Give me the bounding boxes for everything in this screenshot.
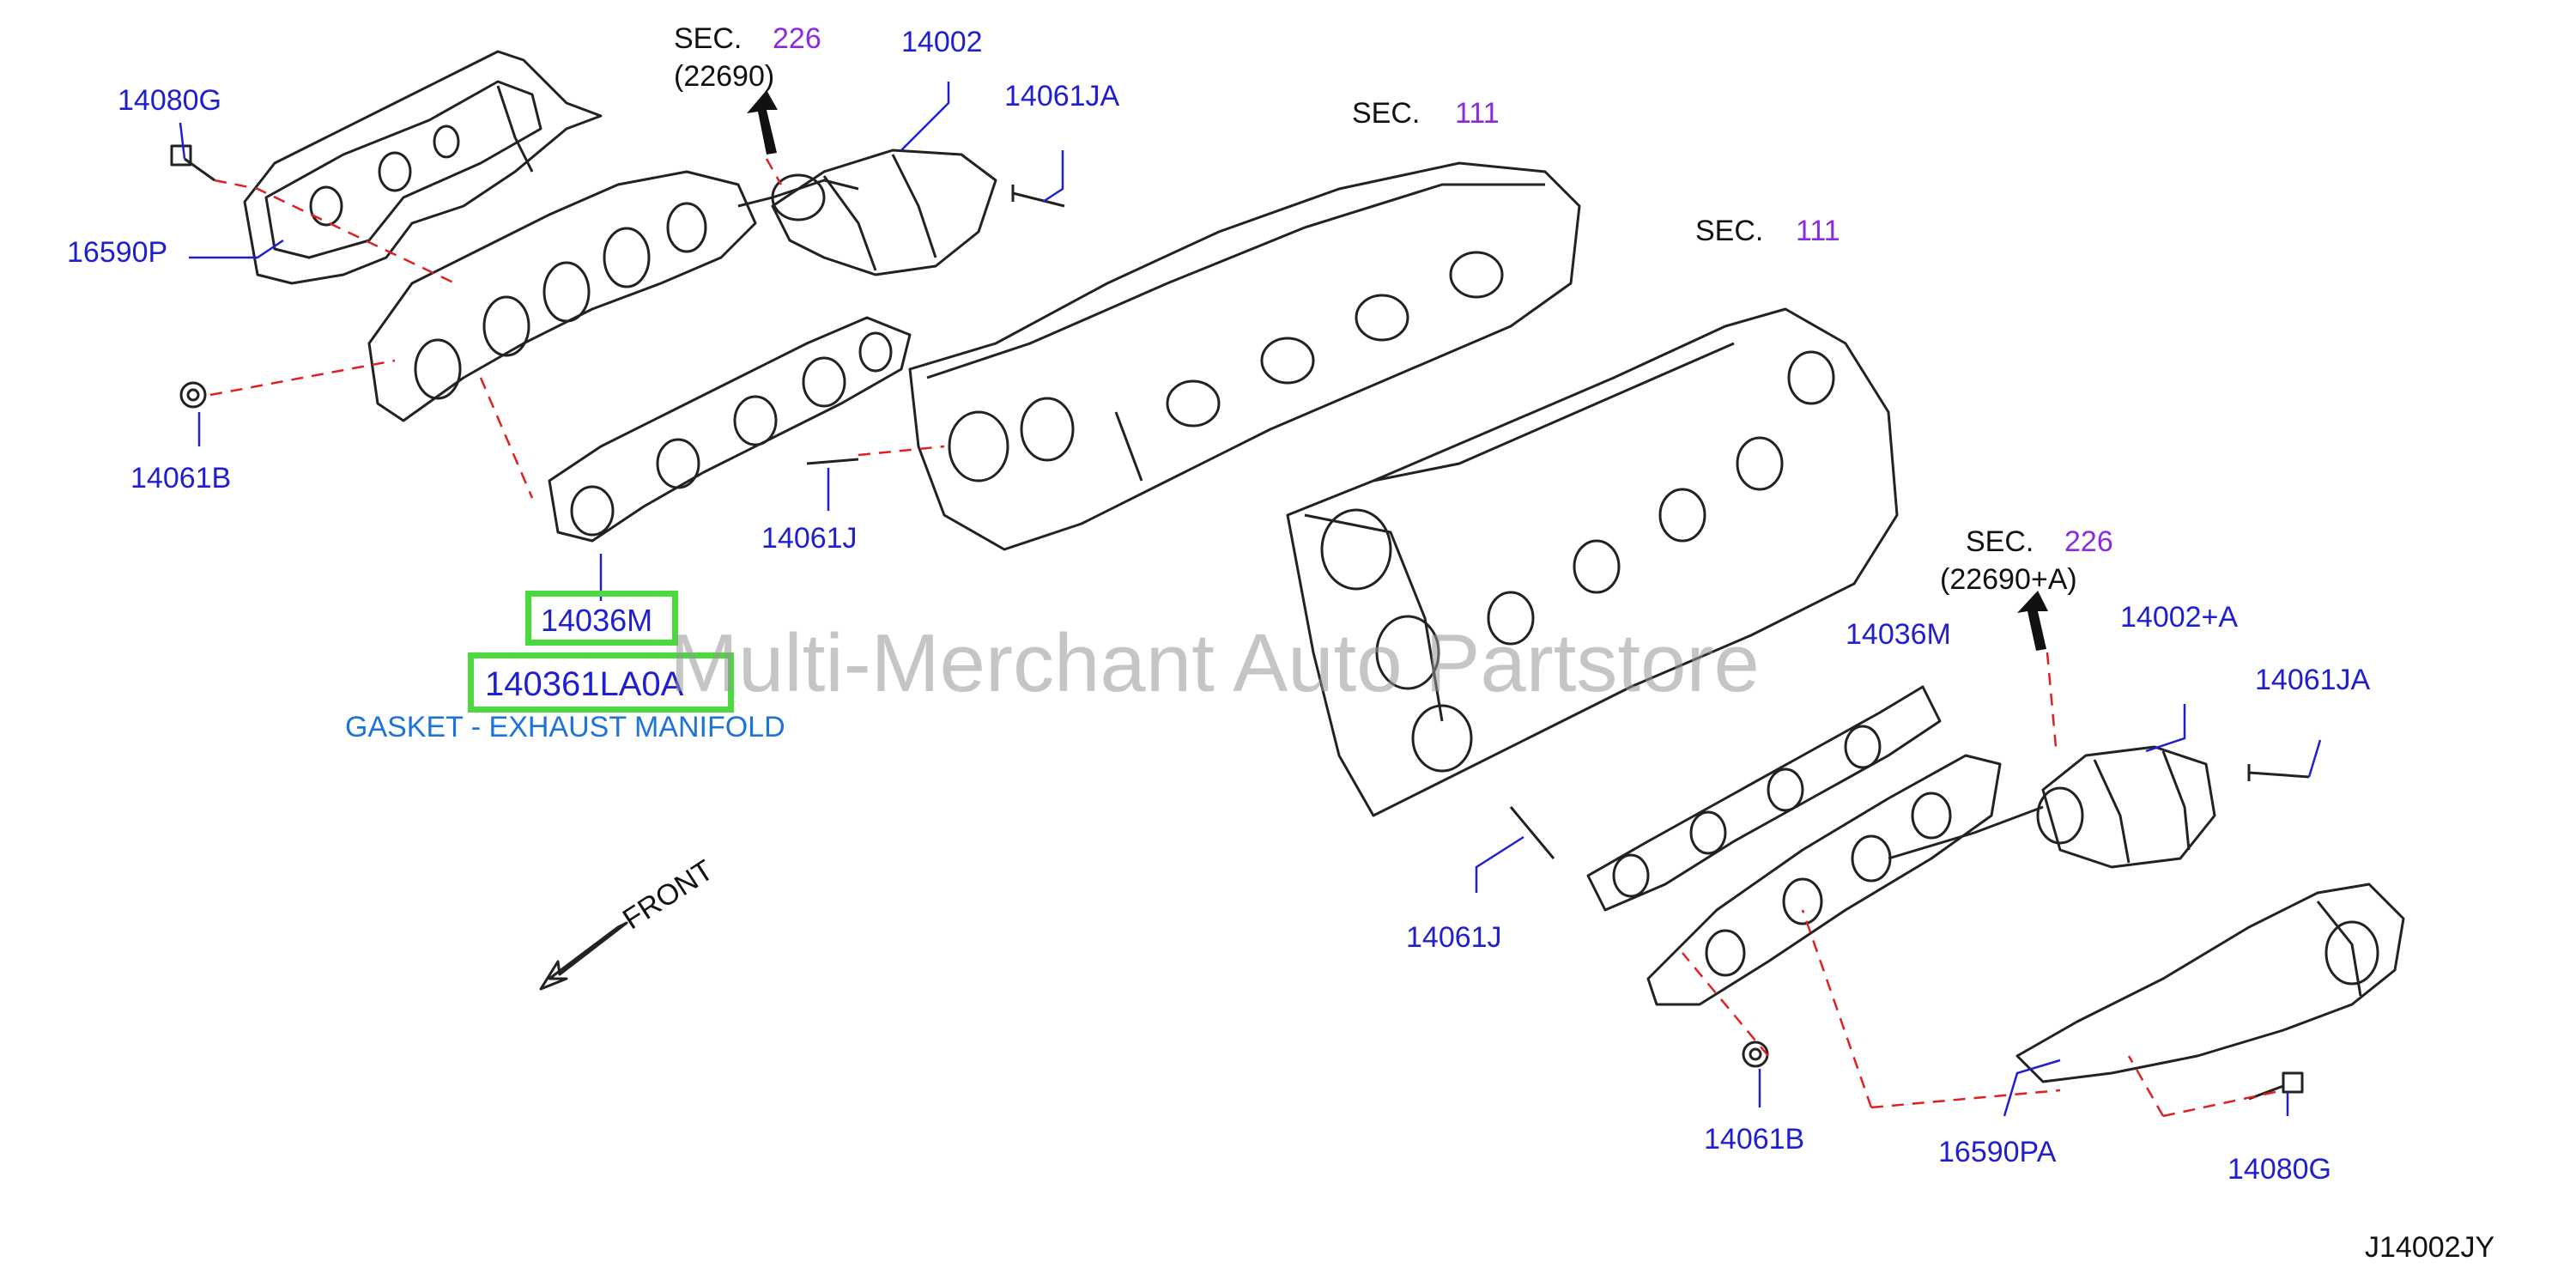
sec226-top-prefix: SEC. <box>674 22 742 55</box>
sec111-a-num[interactable]: 111 <box>1455 97 1500 130</box>
highlight-oem-number[interactable]: 140361LA0A <box>485 665 684 703</box>
stud-14061J-left <box>806 458 859 465</box>
catalytic-converter-right <box>2036 745 2216 869</box>
callout-14061B-right[interactable]: 14061B <box>1704 1123 1805 1156</box>
sec226-right-num[interactable]: 226 <box>2064 525 2113 558</box>
sec111-b-num[interactable]: 111 <box>1796 215 1840 247</box>
highlight-box-part <box>525 591 678 646</box>
gasket-right <box>1586 685 1942 912</box>
front-arrow <box>539 921 628 991</box>
callout-14061J-left[interactable]: 14061J <box>761 522 858 555</box>
sec226-right-sub: (22690+A) <box>1940 563 2077 596</box>
leader-lines <box>179 82 2322 1117</box>
highlight-box-oem <box>468 652 734 713</box>
callout-14061J-right[interactable]: 14061J <box>1406 921 1502 954</box>
sec111-a-prefix: SEC. <box>1352 97 1421 130</box>
callout-14061JA-top[interactable]: 14061JA <box>1004 80 1120 112</box>
bolt-14080G-right <box>2248 1071 2304 1101</box>
sec226-top-sub: (22690) <box>674 60 775 93</box>
heat-shield-left <box>243 50 603 285</box>
stud-14061JA-right <box>2247 764 2310 781</box>
watermark: Multi-Merchant Auto Partstore <box>670 617 1760 709</box>
callout-14036M-right[interactable]: 14036M <box>1846 618 1951 651</box>
sec226-right-prefix: SEC. <box>1966 525 2034 558</box>
catalytic-converter-left <box>771 149 997 276</box>
diagram-code: J14002JY <box>2365 1231 2495 1264</box>
heat-shield-right <box>2015 883 2405 1083</box>
callout-16590P[interactable]: 16590P <box>67 236 168 269</box>
nut-14061B-right <box>1742 1040 1769 1068</box>
exhaust-manifold-left <box>367 170 859 422</box>
sec226-top-arrow-icon <box>747 90 778 155</box>
stud-14061J-right <box>1509 806 1555 859</box>
sec226-top-num[interactable]: 226 <box>773 22 821 55</box>
gasket-left <box>548 316 912 543</box>
callout-14061B-left[interactable]: 14061B <box>130 462 232 494</box>
callout-14002[interactable]: 14002 <box>901 26 983 58</box>
cylinder-head-left <box>908 161 1581 551</box>
callout-14061JA-right[interactable]: 14061JA <box>2255 664 2371 696</box>
highlight-description: GASKET - EXHAUST MANIFOLD <box>345 711 785 743</box>
exhaust-manifold-right <box>1646 754 2044 1006</box>
callout-14080G-top[interactable]: 14080G <box>118 84 221 117</box>
sec111-b-prefix: SEC. <box>1695 215 1764 247</box>
sec226-right-arrow-icon <box>2017 591 2048 651</box>
highlight-part-number[interactable]: 14036M <box>541 603 653 638</box>
nut-14061B-left <box>179 381 207 409</box>
callout-14080G-right[interactable]: 14080G <box>2227 1153 2331 1186</box>
callout-16590PA[interactable]: 16590PA <box>1938 1136 2057 1168</box>
cylinder-head-right <box>1286 307 1899 817</box>
stud-14061JA-top <box>1011 185 1065 208</box>
bolt-14080G-top <box>170 144 215 182</box>
dashed-leaders <box>209 158 2284 1118</box>
callout-14002A[interactable]: 14002+A <box>2120 601 2239 634</box>
